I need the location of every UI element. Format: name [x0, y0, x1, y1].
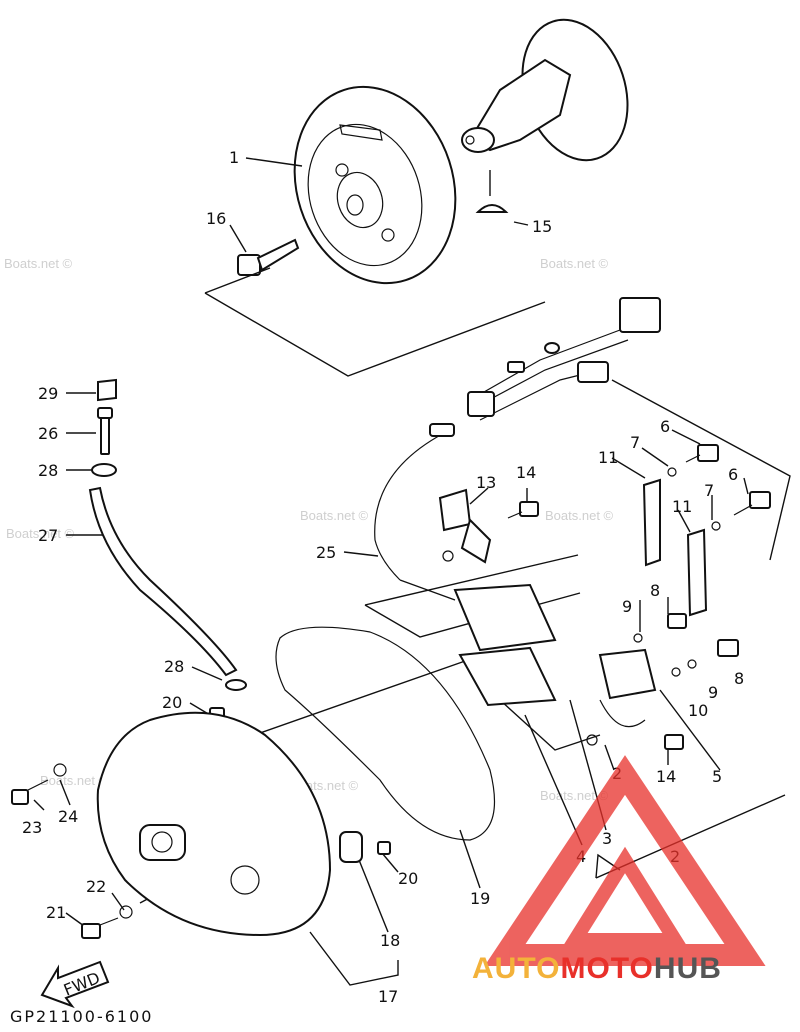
- callout-label: 6: [660, 417, 670, 436]
- woodruff-key-part: [475, 204, 509, 213]
- cover-bolts: [11, 763, 133, 939]
- callout-label: 7: [704, 481, 714, 500]
- callout-label: 26: [38, 424, 58, 443]
- watermark: Boats.net ©: [545, 508, 614, 523]
- watermark: Boats.net ©: [540, 788, 609, 803]
- callout-label: 5: [712, 767, 722, 786]
- magneto-cover-part: [96, 711, 391, 937]
- flywheel-bolt-part: [237, 238, 300, 276]
- callout-label: 22: [86, 877, 106, 896]
- callout-label: 20: [398, 869, 418, 888]
- callout-label: 9: [622, 597, 632, 616]
- callout-label: 23: [22, 818, 42, 837]
- brand-wordmark: AUTOMOTOHUB: [472, 952, 722, 985]
- brand-part: MOTO: [560, 952, 653, 985]
- rotor-hub-part: [461, 18, 629, 162]
- callout-label: 11: [598, 448, 618, 467]
- leader-lines: [33, 157, 791, 986]
- callout-label: 29: [38, 384, 58, 403]
- callout-label: 7: [630, 433, 640, 452]
- watermark: Boats.net ©: [4, 256, 73, 271]
- callout-label: 19: [470, 889, 490, 908]
- callout-label: 15: [532, 217, 552, 236]
- wiring-harness-part: [374, 297, 661, 581]
- brand-logo: [484, 755, 766, 966]
- fwd-label: FWD: [61, 968, 103, 1000]
- callout-label: 6: [728, 465, 738, 484]
- callout-label: 28: [38, 461, 58, 480]
- watermark: Boats.net ©: [6, 526, 75, 541]
- callout-label: 14: [516, 463, 536, 482]
- callout-label: 25: [316, 543, 336, 562]
- callout-label: 8: [650, 581, 660, 600]
- flywheel-part: [293, 85, 457, 285]
- gasket-part: [275, 626, 496, 841]
- brand-part: HUB: [654, 952, 722, 985]
- callout-label: 27: [38, 526, 58, 545]
- coil-assembly-part: [399, 488, 657, 728]
- watermark: Boats.net ©: [540, 256, 609, 271]
- diagram-code: GP21100-6100: [10, 1007, 153, 1026]
- callout-labels: 1 15 16 29 26 28 27 13 14 11 7 6 11 7 6 …: [22, 148, 744, 1006]
- callout-label: 10: [688, 701, 708, 720]
- brand-part: AUTO: [472, 952, 560, 985]
- callout-label: 28: [164, 657, 184, 676]
- callout-label: 8: [734, 669, 744, 688]
- callout-label: 20: [162, 693, 182, 712]
- callout-label: 14: [656, 767, 676, 786]
- callout-label: 1: [229, 148, 239, 167]
- watermark: Boats.net ©: [300, 508, 369, 523]
- callout-label: 3: [602, 829, 612, 848]
- callout-label: 16: [206, 209, 226, 228]
- callout-label: 24: [58, 807, 78, 826]
- callout-label: 21: [46, 903, 66, 922]
- watermark: Boats.net ©: [40, 773, 109, 788]
- callout-label: 11: [672, 497, 692, 516]
- fwd-arrow: FWD: [40, 960, 110, 1009]
- callout-label: 18: [380, 931, 400, 950]
- hardware-parts: [442, 444, 771, 750]
- callout-label: 17: [378, 987, 398, 1006]
- fitting-parts: [88, 378, 247, 721]
- callout-label: 9: [708, 683, 718, 702]
- callout-label: 13: [476, 473, 496, 492]
